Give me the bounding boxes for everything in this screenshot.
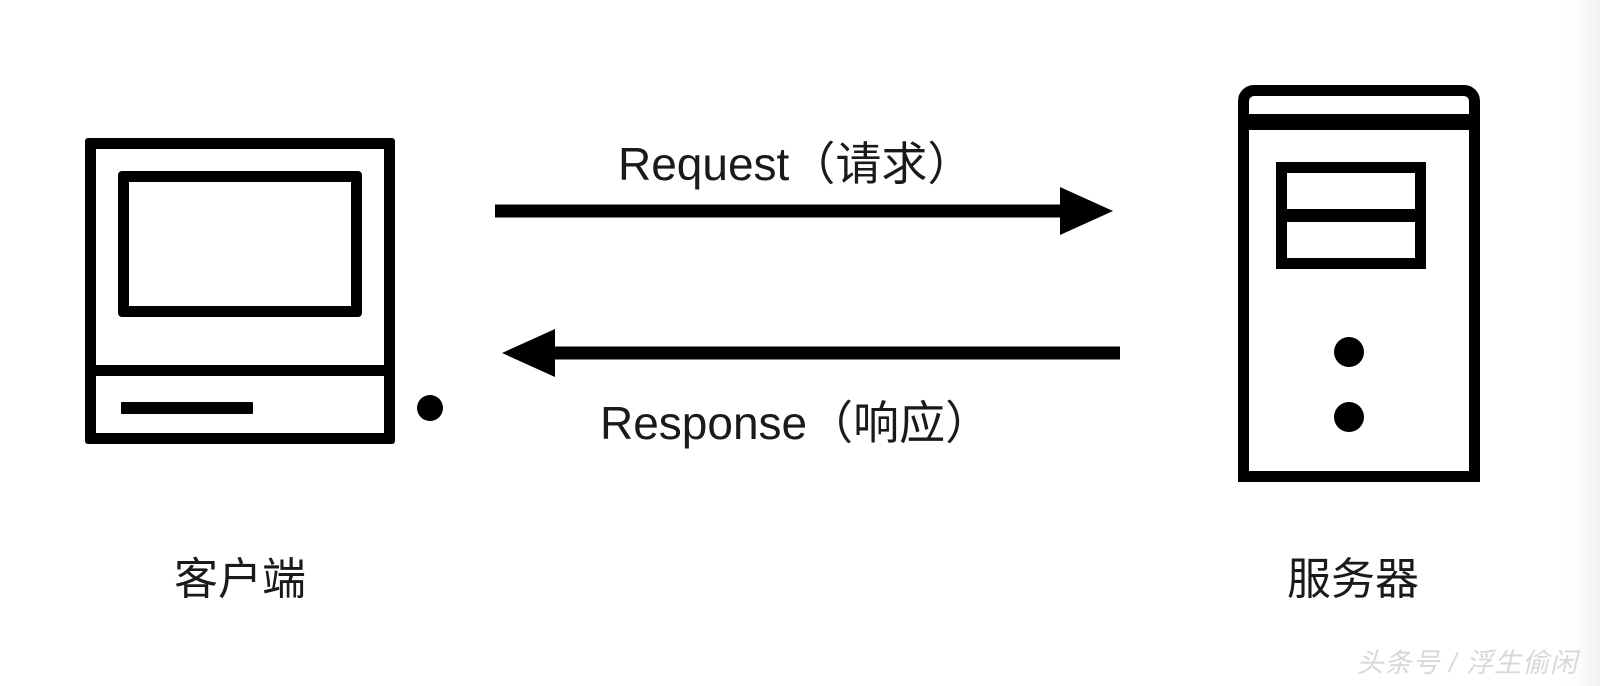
server-tower-icon <box>1238 85 1480 482</box>
response-flow-label: Response（响应） <box>600 397 992 449</box>
request-flow-label: Request（请求） <box>618 138 974 190</box>
desktop-computer-icon <box>85 138 443 444</box>
server-indicator-dot-2 <box>1334 402 1364 432</box>
computer-power-button-icon <box>417 395 443 421</box>
arrow-left-icon <box>502 329 1120 377</box>
computer-disk-slot <box>121 402 253 414</box>
server-bay-divider <box>1276 209 1426 222</box>
server-indicator-dot-1 <box>1334 337 1364 367</box>
client-node-label: 客户端 <box>174 555 306 604</box>
arrow-right-icon <box>495 187 1113 235</box>
computer-case-divider <box>85 365 395 376</box>
server-node-label: 服务器 <box>1287 555 1419 604</box>
right-edge-gradient <box>1564 0 1600 686</box>
computer-screen <box>118 171 362 317</box>
watermark-text: 头条号 / 浮生偷闲 <box>1356 648 1578 678</box>
server-top-cap <box>1238 85 1480 125</box>
